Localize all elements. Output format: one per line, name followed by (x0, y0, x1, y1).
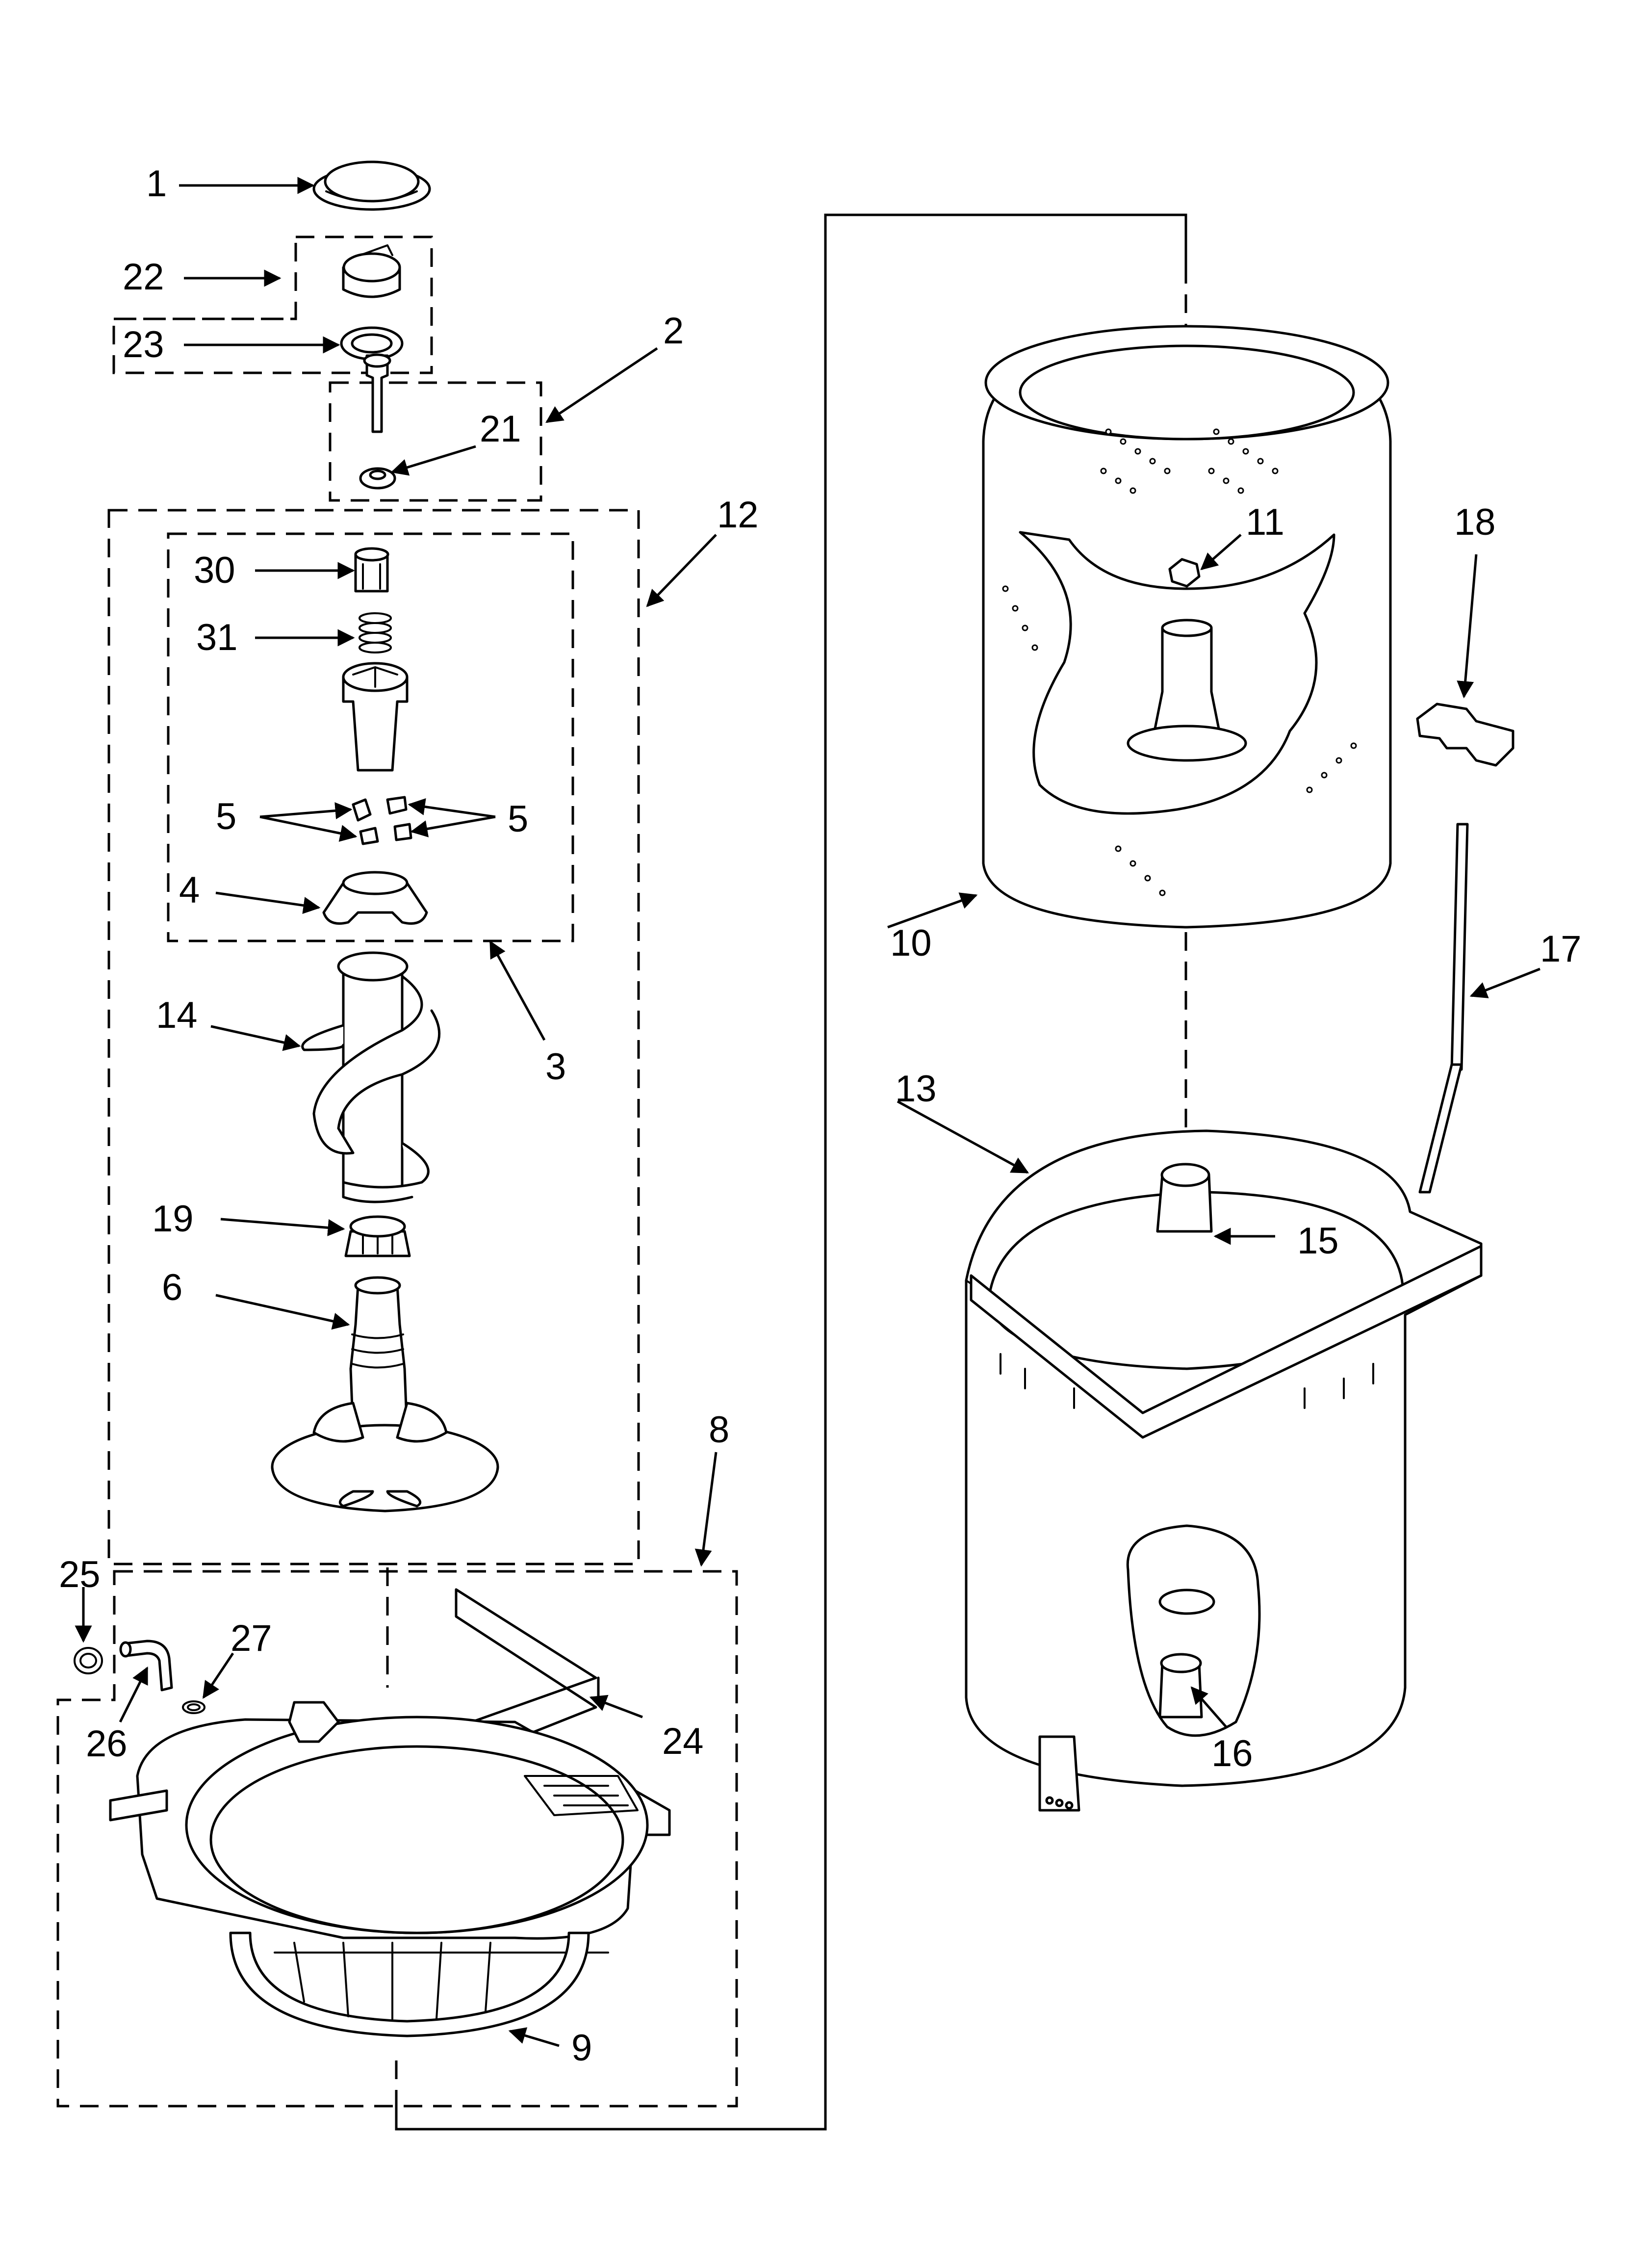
callout-23: 23 (123, 324, 164, 365)
callout-3: 3 (545, 1046, 566, 1088)
part-30 (354, 547, 389, 593)
part-26-hose (119, 1640, 173, 1692)
part-25-clip (74, 1647, 103, 1674)
box-8 (56, 1570, 738, 2108)
callout-18: 18 (1454, 501, 1496, 543)
part-13-outer-tub (965, 1129, 1483, 1812)
group-boxes (56, 213, 1187, 2131)
part-17-hose (1418, 823, 1469, 1194)
part-31-spring (359, 612, 392, 653)
part-dog-holder (342, 662, 409, 772)
callout-16: 16 (1211, 1733, 1253, 1774)
part-4-cam (322, 871, 428, 925)
box-3 (167, 532, 574, 942)
box-12 (107, 509, 640, 1565)
callout-26: 26 (86, 1723, 128, 1765)
part-27-washer (182, 1700, 205, 1714)
part-9-seal (229, 1931, 590, 2037)
callout-5-right: 5 (508, 798, 528, 840)
callout-2: 2 (663, 310, 684, 352)
part-21-bolt (359, 353, 396, 490)
callout-22: 22 (123, 256, 164, 298)
callout-24: 24 (662, 1721, 704, 1762)
connector-line (395, 213, 1187, 2131)
part-19-coupling (344, 1215, 411, 1257)
part-18-clip (1416, 703, 1514, 767)
callout-15: 15 (1297, 1220, 1339, 1262)
callout-30: 30 (194, 549, 235, 591)
callout-19: 19 (152, 1198, 194, 1240)
callout-21: 21 (480, 408, 521, 450)
callout-labels: 1 2 3 4 5 5 6 8 9 10 11 12 13 14 15 16 1… (59, 163, 1582, 2069)
callout-14: 14 (156, 994, 198, 1036)
callout-5-left: 5 (216, 796, 236, 837)
part-5-dogs (352, 796, 412, 845)
callout-1: 1 (146, 163, 167, 205)
callout-12: 12 (717, 494, 759, 536)
callout-31: 31 (196, 617, 238, 658)
part-22-adapter (342, 244, 401, 298)
part-10-basket (982, 325, 1392, 929)
callout-13: 13 (895, 1068, 937, 1110)
callout-27: 27 (231, 1617, 272, 1659)
callout-11: 11 (1246, 501, 1284, 543)
callout-6: 6 (162, 1267, 182, 1308)
callout-4: 4 (179, 869, 200, 911)
callout-17: 17 (1540, 928, 1582, 970)
callout-9: 9 (571, 2027, 592, 2069)
callout-10: 10 (890, 922, 932, 964)
part-14-auger (301, 951, 441, 1203)
leader-lines (75, 177, 1540, 2047)
part-23-ring (340, 326, 404, 361)
part-8-base (109, 1701, 671, 1954)
callout-8: 8 (709, 1409, 729, 1451)
part-cap (312, 160, 431, 211)
part-6-agitator-base (271, 1276, 499, 1512)
callout-25: 25 (59, 1554, 101, 1595)
box-21 (329, 381, 542, 502)
